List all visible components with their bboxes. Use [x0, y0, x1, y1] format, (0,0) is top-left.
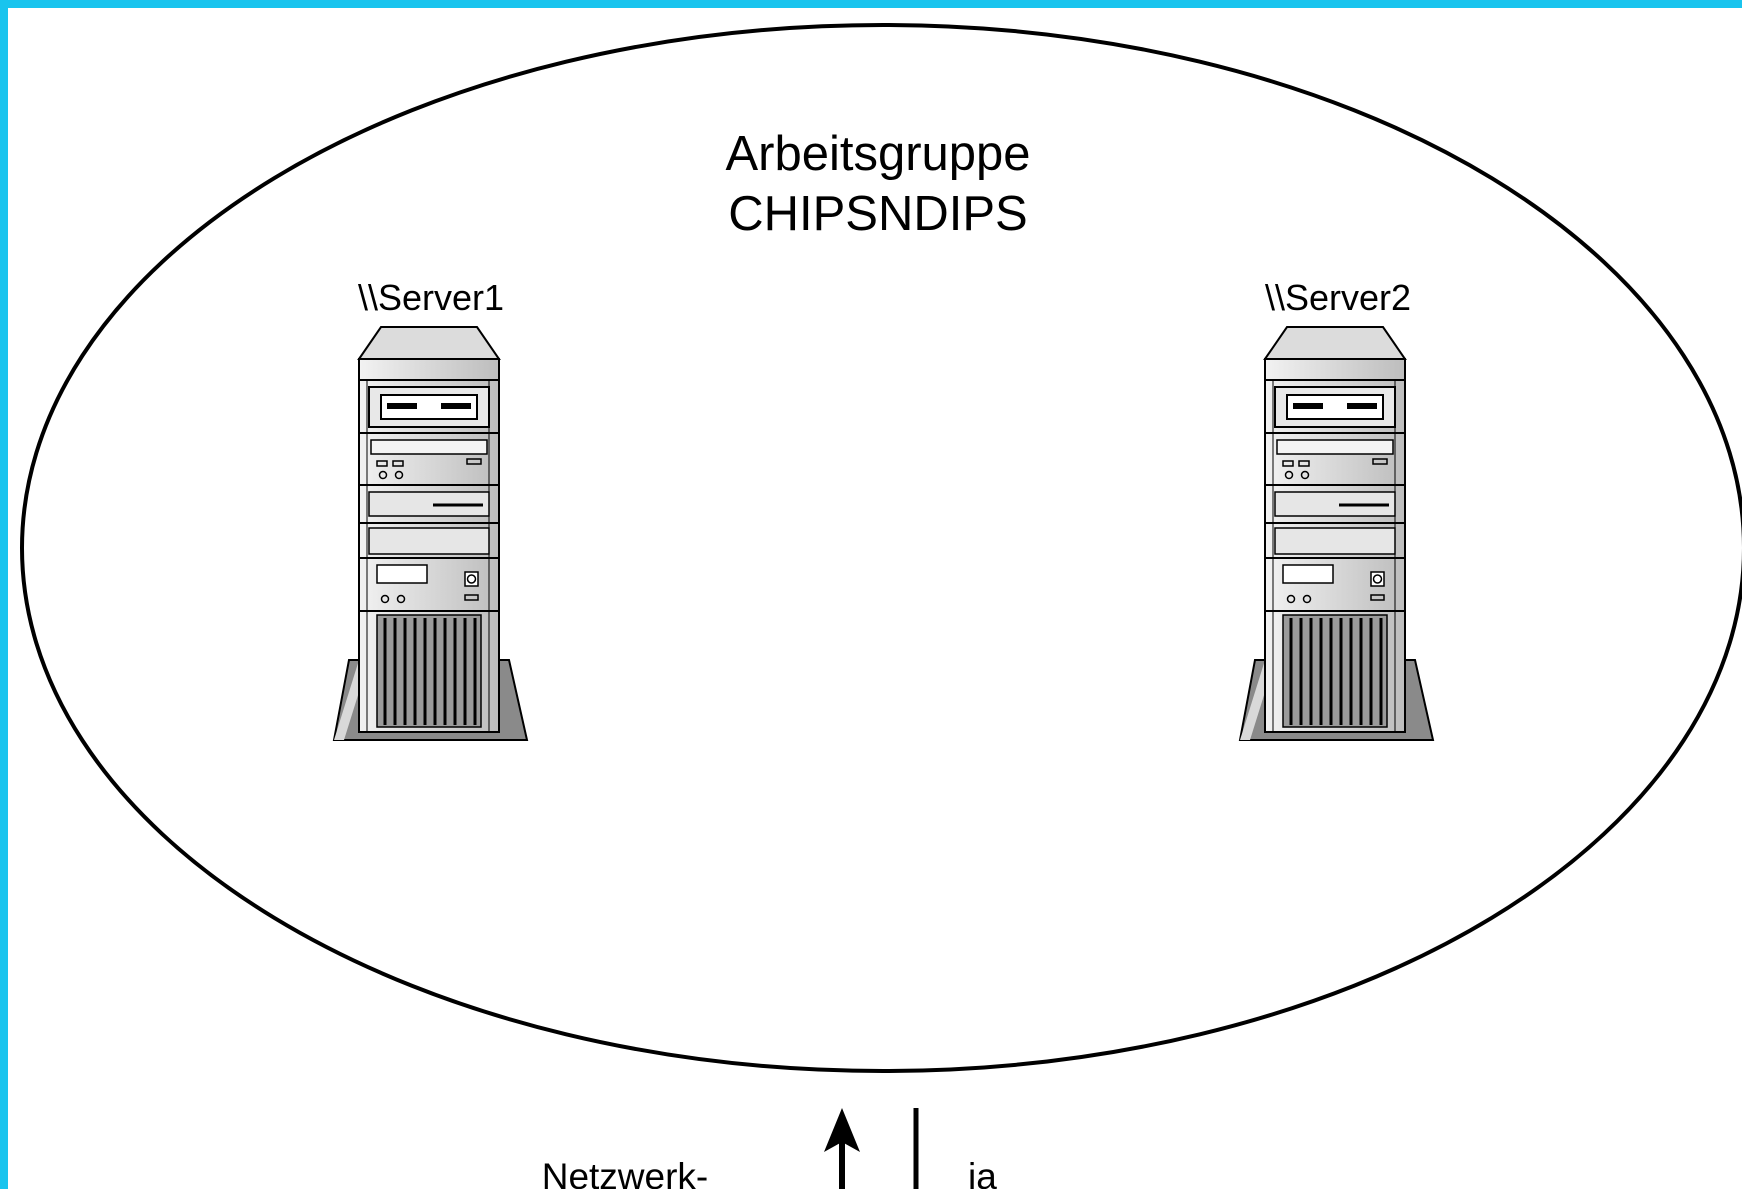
diagram-canvas: Arbeitsgruppe CHIPSNDIPS \\Server1 \\Ser… — [8, 8, 1742, 1189]
ja-label: ja — [967, 1156, 997, 1189]
network-label: Netzwerk- — [542, 1156, 709, 1189]
workgroup-diagram: Arbeitsgruppe CHIPSNDIPS \\Server1 \\Ser… — [20, 23, 1742, 1189]
workgroup-name: CHIPSNDIPS — [728, 187, 1028, 241]
server1-label: \\Server1 — [358, 277, 504, 318]
workgroup-boundary — [20, 23, 1742, 1073]
server2-icon — [1238, 325, 1435, 742]
server1-icon — [332, 325, 529, 742]
server2-label: \\Server2 — [1265, 277, 1411, 318]
workgroup-title: Arbeitsgruppe — [725, 127, 1030, 181]
up-arrow — [824, 1108, 860, 1189]
